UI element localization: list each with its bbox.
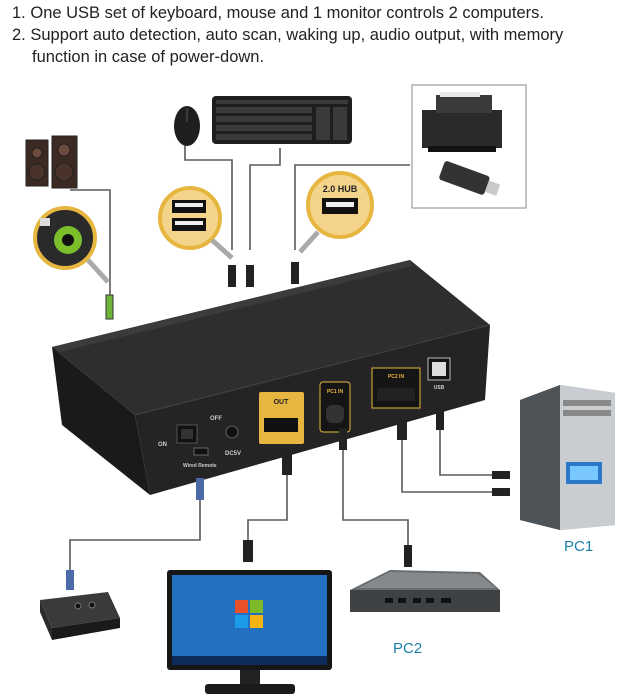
usb-plug-keyboard <box>246 265 254 287</box>
wired-remote-icon <box>40 592 120 640</box>
feature-number: 2. <box>12 26 26 44</box>
pc1-hdmi-cable <box>401 440 500 493</box>
remote-plug-end <box>66 570 74 590</box>
remote-plug <box>196 478 204 500</box>
monitor-icon <box>167 570 332 694</box>
feature-list: 1. One USB set of keyboard, mouse and 1 … <box>12 2 632 68</box>
usb-plug-pc1 <box>436 408 444 430</box>
audio-port-magnifier <box>33 206 110 284</box>
hdmi-plug-pc1 <box>397 418 407 440</box>
printer-box <box>411 84 527 209</box>
feature-text: Support auto detection, auto scan, wakin… <box>30 26 564 44</box>
hdmi-plug-out <box>282 450 292 475</box>
pc1-in-label: PC1 IN <box>327 389 344 395</box>
pc2-plug <box>404 545 412 567</box>
hdmi-out-label: OUT <box>274 399 290 406</box>
wired-remote-port <box>193 447 209 456</box>
pc1-plug-a <box>492 471 510 479</box>
monitor-plug <box>243 540 253 562</box>
hub-label: 2.0 HUB <box>323 184 358 194</box>
dc-label: DC5V <box>225 451 241 457</box>
pc1-plug-b <box>492 488 510 496</box>
cables <box>69 145 500 585</box>
feature-item-2: 2. Support auto detection, auto scan, wa… <box>12 24 632 68</box>
wired-remote-label: Wired Remote <box>183 463 217 469</box>
keyboard-icon <box>212 96 352 144</box>
pc2-cable <box>342 450 409 548</box>
usbc-plug-pc2 <box>339 428 347 450</box>
audio-cable <box>70 189 111 300</box>
usb-label: USB <box>434 385 445 391</box>
printer-cable <box>294 164 410 250</box>
usb-plug-printer <box>291 262 299 284</box>
keyboard-cable <box>249 148 281 250</box>
pc2-in-label: PC2 IN <box>388 374 405 380</box>
usb-plug-mouse <box>228 265 236 287</box>
remote-cable <box>69 490 201 585</box>
mouse-cable <box>184 145 233 250</box>
off-label: OFF <box>210 416 222 422</box>
pc1-usb-cable <box>439 430 500 476</box>
feature-item-1: 1. One USB set of keyboard, mouse and 1 … <box>12 2 632 24</box>
mouse-icon <box>174 106 200 146</box>
pc2-mini-icon <box>350 570 500 612</box>
pc1-label: PC1 <box>564 538 594 555</box>
usb-port-magnifier <box>158 186 234 260</box>
pc2-label: PC2 <box>393 640 423 657</box>
dc-port <box>225 425 239 439</box>
kvm-switch-box: ON OFF DC5V Wired Remote OUT PC1 IN PC2 … <box>52 260 491 495</box>
feature-text: One USB set of keyboard, mouse and 1 mon… <box>30 4 544 22</box>
usb-flash-drive-icon <box>439 161 501 196</box>
kvm-connection-illustration: 2.0 HUB ON OFF DC5V Wired Remote OUT PC1… <box>25 84 615 694</box>
on-label: ON <box>158 442 167 448</box>
feature-text-continued: function in case of power-down. <box>32 48 265 66</box>
speakers-icon <box>25 135 78 189</box>
feature-number: 1. <box>12 4 26 22</box>
monitor-cable <box>247 475 288 545</box>
audio-plug <box>105 294 114 320</box>
pc1-tower-icon <box>520 385 615 530</box>
usb-hub-magnifier: 2.0 HUB <box>298 171 374 254</box>
